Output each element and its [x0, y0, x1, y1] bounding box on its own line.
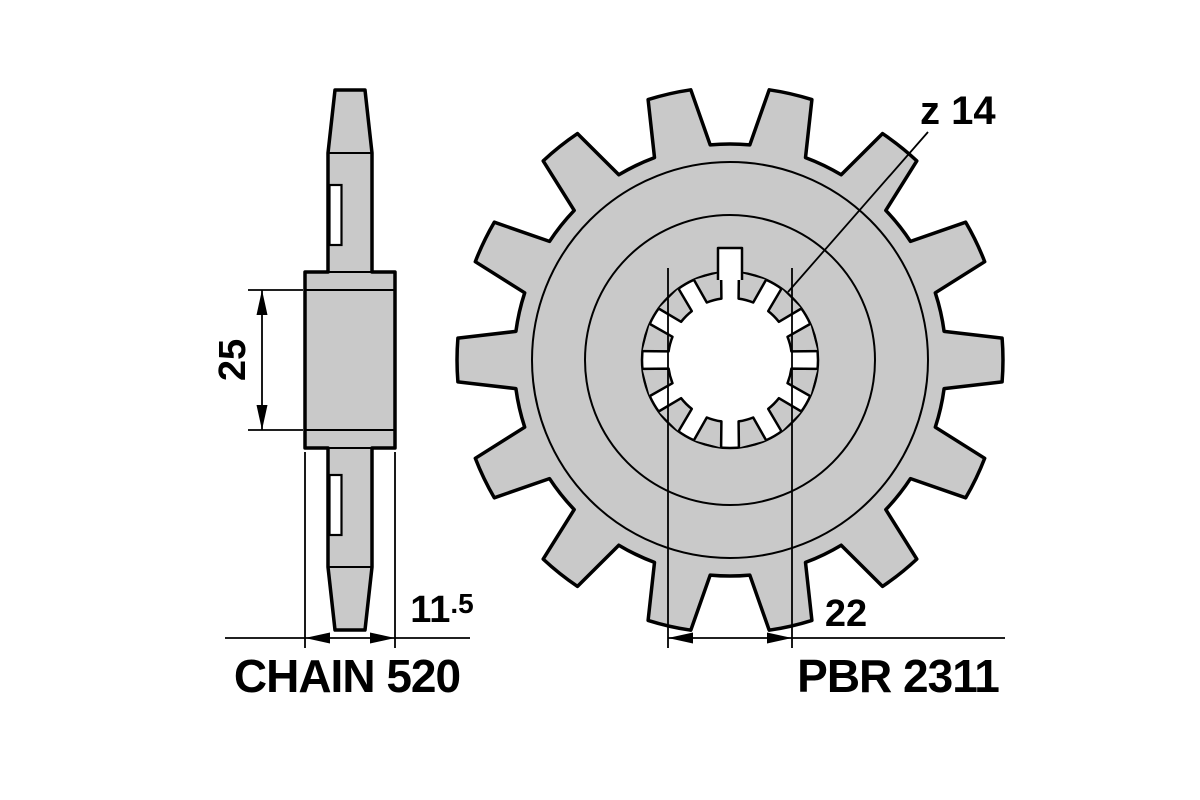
spline-tooth [766, 396, 803, 433]
dim-11-5-arrow-left [305, 632, 330, 644]
dim-22-label: 22 [825, 593, 867, 635]
keyway-notch [716, 246, 744, 280]
part-number-label: PBR 2311 [797, 650, 999, 702]
spline-tooth [737, 272, 768, 304]
dim-25: 25 [212, 289, 303, 431]
spline-slot-lower [328, 473, 343, 537]
spline-slot-upper [328, 183, 343, 247]
dim-22-arrow-left [668, 632, 693, 644]
dim-25-arrow-up [256, 290, 268, 315]
dim-11-5-arrow-right [370, 632, 395, 644]
pitch-circle-inner [584, 214, 876, 506]
dim-11-5-label: 11.5 [410, 588, 474, 631]
spline-tooth [737, 416, 768, 448]
spline-tooth [766, 287, 803, 324]
spline-tooth [657, 287, 694, 324]
side-view [303, 88, 397, 632]
dim-25-label: 25 [212, 339, 254, 381]
teeth-count-callout: z 14 [787, 89, 996, 293]
dim-25-arrow-down [256, 405, 268, 430]
dim-22: 22 PBR 2311 [667, 268, 1005, 702]
spline-tooth [692, 272, 723, 304]
chain-label: CHAIN 520 [234, 650, 460, 702]
teeth-count-label: z 14 [920, 89, 996, 133]
sprocket-front-view [455, 88, 1005, 632]
dim-22-arrow-right [767, 632, 792, 644]
side-view-body [303, 88, 397, 632]
spline-tooth [692, 416, 723, 448]
teeth-count-leader-line [787, 131, 929, 293]
dim-11-5: 11.5 CHAIN 520 [225, 452, 474, 702]
spline-tooth [657, 396, 694, 433]
pitch-circle-outer [531, 161, 929, 559]
